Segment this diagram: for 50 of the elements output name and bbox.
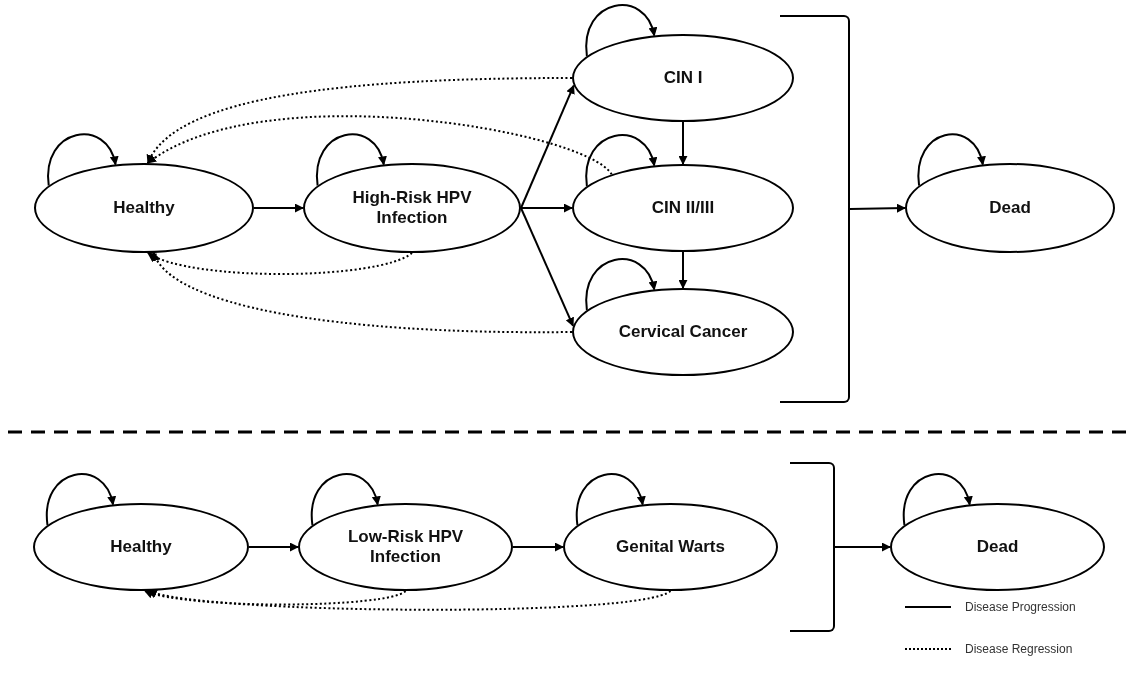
arrow <box>152 251 573 334</box>
arrow <box>146 77 573 165</box>
state-label: Cervical Cancer <box>618 321 748 343</box>
arrow <box>520 207 575 327</box>
state-ellipse <box>298 503 513 591</box>
state-ellipse <box>905 163 1115 253</box>
state-label: Dead <box>976 536 1019 558</box>
state-ellipse <box>572 164 794 252</box>
state-ellipse <box>890 503 1105 591</box>
state-label: CIN I <box>663 67 703 89</box>
arrow <box>147 588 672 611</box>
arrow <box>585 4 657 57</box>
arrow <box>520 203 573 213</box>
arrow <box>143 589 407 606</box>
state-ellipse <box>572 288 794 376</box>
arrow <box>146 251 413 275</box>
arrow <box>316 133 386 187</box>
arrow <box>575 473 645 526</box>
state-ellipse <box>572 34 794 122</box>
state-label: High-Risk HPV Infection <box>351 187 473 229</box>
state-label: Dead <box>989 197 1031 219</box>
state-label: Healthy <box>113 197 175 219</box>
arrow <box>146 115 613 176</box>
state-label: Low-Risk HPV Infection <box>346 526 465 568</box>
bracket-shape <box>790 462 835 632</box>
state-ellipse <box>303 163 521 253</box>
state-label: CIN II/III <box>651 197 715 219</box>
state-ellipse <box>33 503 249 591</box>
arrow <box>678 121 688 165</box>
state-label: Genital Warts <box>616 536 725 558</box>
arrow <box>678 251 688 289</box>
legend-label: Disease Regression <box>965 642 1073 656</box>
state-ellipse <box>563 503 778 591</box>
bracket-shape <box>780 15 850 403</box>
arrow <box>902 473 972 526</box>
legend-label: Disease Progression <box>965 600 1076 614</box>
arrow <box>310 473 380 526</box>
arrow <box>834 542 891 552</box>
arrow <box>520 84 575 209</box>
arrow <box>849 203 906 213</box>
arrow <box>585 258 657 311</box>
arrow <box>253 203 304 213</box>
arrow <box>585 134 657 187</box>
state-ellipse <box>34 163 254 253</box>
arrow <box>248 542 299 552</box>
arrow <box>47 133 118 187</box>
state-label: Healthy <box>110 536 172 558</box>
arrow <box>512 542 564 552</box>
arrow <box>45 473 116 526</box>
arrow <box>917 133 985 187</box>
